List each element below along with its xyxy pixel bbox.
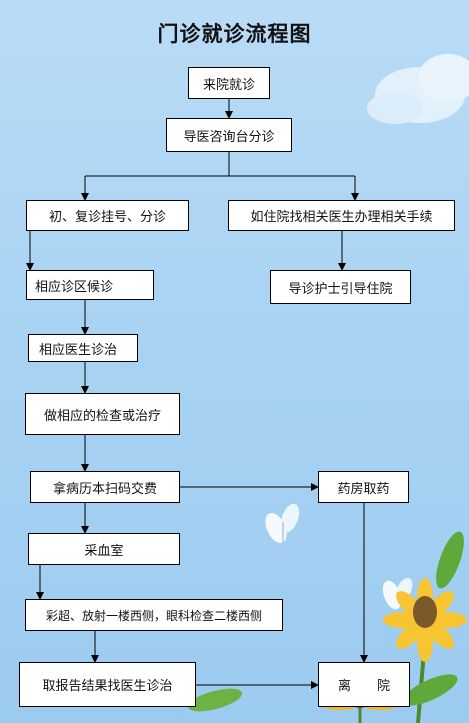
node-pay: 拿病历本扫码交费 — [30, 471, 180, 503]
node-register: 初、复诊挂号、分诊 — [26, 200, 189, 231]
page-title: 门诊就诊流程图 — [157, 22, 312, 46]
sunflower-icon — [383, 578, 467, 723]
node-doctor: 相应医生诊治 — [28, 334, 138, 362]
node-consult: 导医咨询台分诊 — [166, 118, 292, 152]
node-blood: 采血室 — [28, 533, 180, 565]
node-wait: 相应诊区候诊 — [26, 270, 154, 300]
node-ultrasound: 彩超、放射一楼西侧，眼科检查二楼西侧 — [25, 599, 283, 631]
leaf-icon — [187, 531, 464, 712]
node-pharmacy: 药房取药 — [318, 471, 409, 503]
node-arrive: 来院就诊 — [188, 67, 270, 99]
node-inpatient: 如住院找相关医生办理相关手续 — [228, 200, 455, 231]
node-exam: 做相应的检查或治疗 — [25, 393, 180, 435]
cloud-icon — [367, 54, 469, 124]
node-report: 取报告结果找医生诊治 — [19, 662, 196, 707]
node-guide: 导诊护士引导住院 — [270, 270, 411, 304]
node-leave: 离 院 — [318, 662, 410, 707]
butterfly-icon — [265, 503, 300, 545]
